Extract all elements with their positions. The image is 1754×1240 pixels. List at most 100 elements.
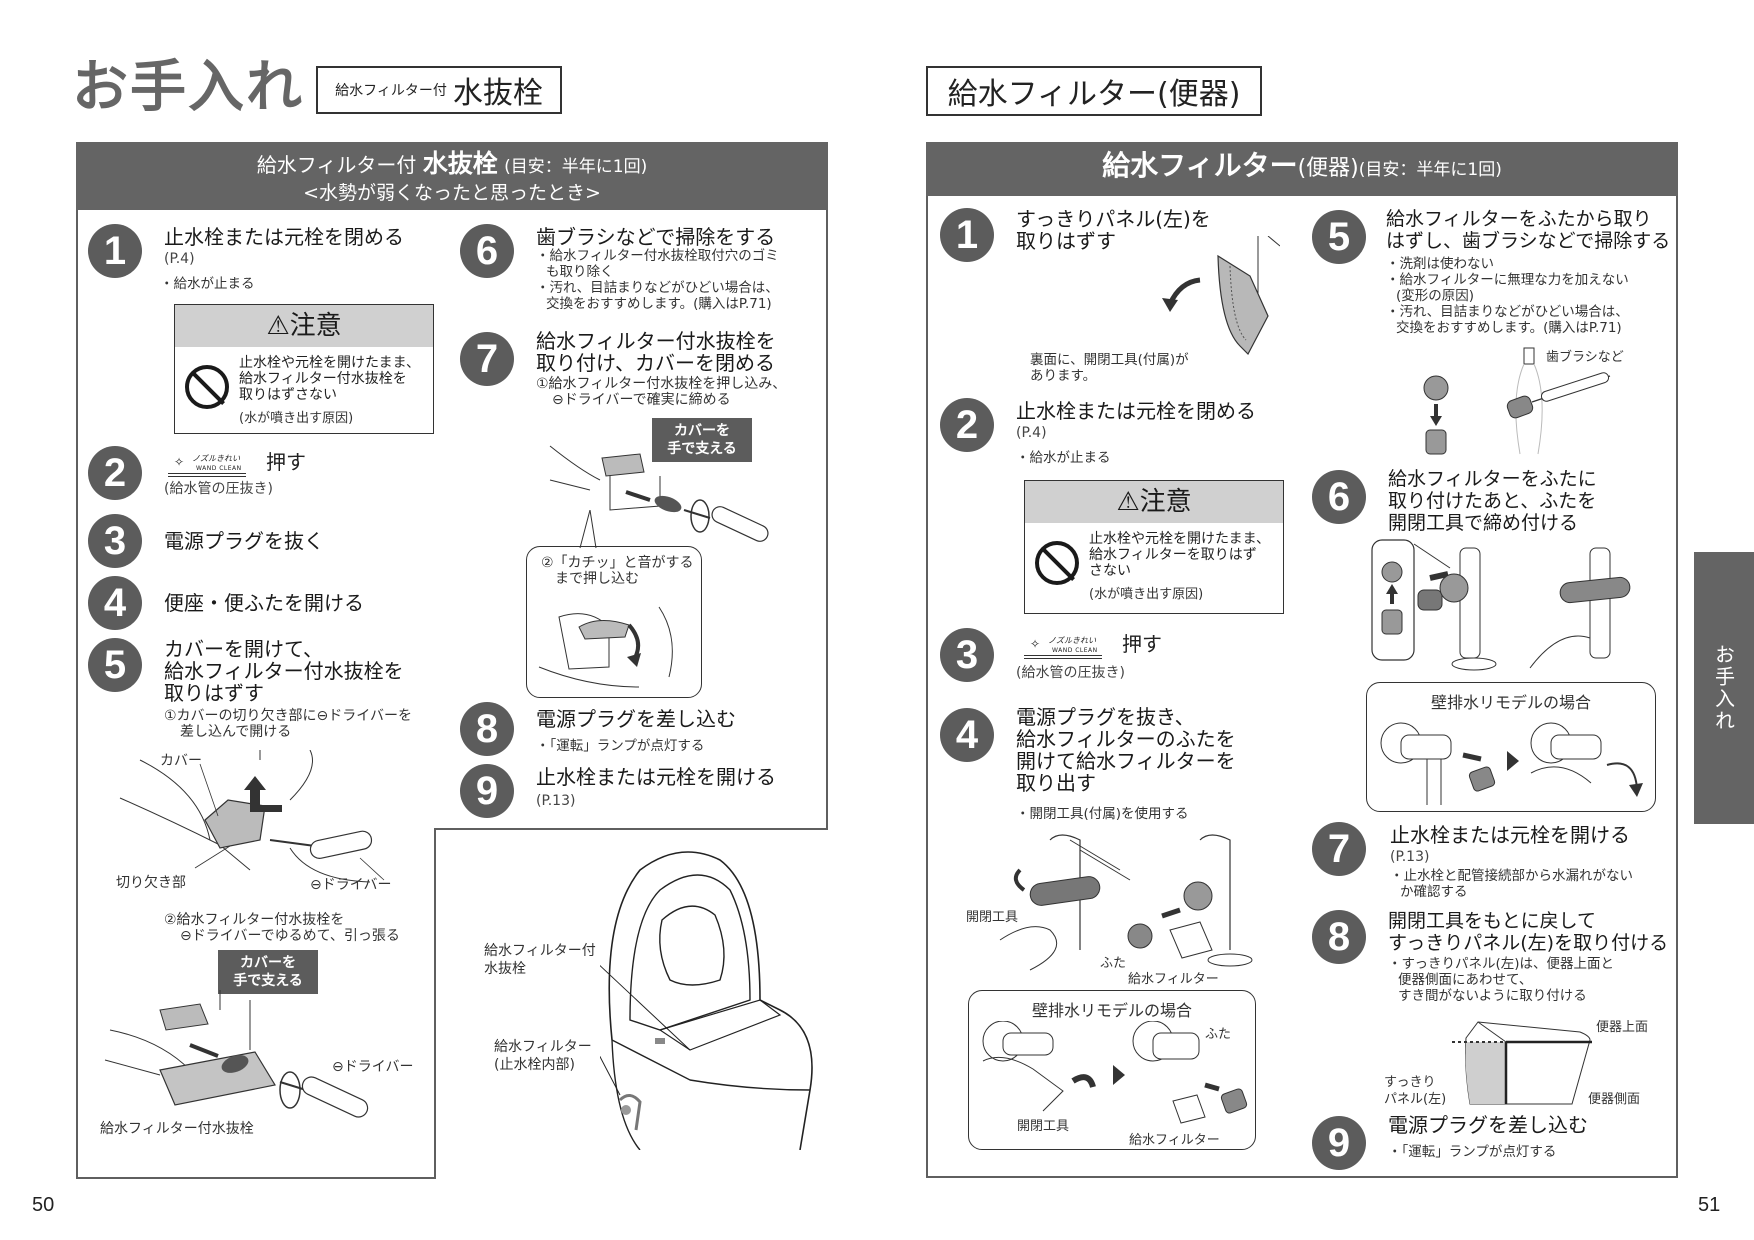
r-step-2-title: 止水栓または元栓を閉める xyxy=(1016,399,1256,423)
r-step-number-1: 1 xyxy=(940,208,994,262)
r-step-5-title: 給水フィルターをふたから取り はずし、歯ブラシなどで掃除する xyxy=(1386,208,1671,252)
step-1-bullet: ・給水が止まる xyxy=(160,276,255,292)
label-cover: カバー xyxy=(160,753,202,769)
r-step-9-bullet: ・「運転」ランプが点灯する xyxy=(1388,1144,1557,1160)
r-step-4-title: 電源プラグを抜き、 給水フィルターのふたを 開けて給水フィルターを 取り出す xyxy=(1016,705,1236,795)
step-number-3: 3 xyxy=(88,514,142,568)
filter-install-illustration xyxy=(1371,539,1631,671)
drain-plug-install-illustration xyxy=(549,445,769,542)
right-caution-box: ⚠注意 止水栓や元栓を開けたまま、 給水フィルターを取りはず さない (水が噴き… xyxy=(1024,480,1284,614)
label-filter: 給水フィルター xyxy=(1128,972,1219,987)
label-drain-plug: 給水フィルター付水抜栓 xyxy=(100,1121,254,1137)
step-number-4: 4 xyxy=(88,576,142,630)
step-number-9: 9 xyxy=(460,764,514,818)
right-title-box: 給水フィルター(便器) xyxy=(926,66,1262,116)
caution-line-1: 止水栓や元栓を開けたまま、 xyxy=(239,355,421,371)
page-number-right: 51 xyxy=(1698,1194,1721,1216)
r-step-6-title: 給水フィルターをふたに 取り付けたあと、ふたを 開閉工具で締め付ける xyxy=(1388,468,1597,534)
step-number-6: 6 xyxy=(460,224,514,278)
left-panel-frame-lower xyxy=(76,828,436,1179)
r-step-number-7: 7 xyxy=(1312,822,1366,876)
step-1-title: 止水栓または元栓を閉める xyxy=(164,225,404,249)
step-1-ref: (P.4) xyxy=(164,251,195,267)
r-caution-header: ⚠注意 xyxy=(1025,481,1283,523)
drain-plug-removal-illustration xyxy=(104,990,369,1118)
r-step-number-3: 3 xyxy=(940,628,994,682)
r-caution-note: (水が噴き出す原因) xyxy=(1089,587,1204,602)
step-number-8: 8 xyxy=(460,702,514,756)
header-sub: <水勢が弱くなったと思ったとき> xyxy=(303,182,601,204)
label-tool: 開閉工具 xyxy=(966,910,1019,925)
page-number-left: 50 xyxy=(32,1194,55,1216)
caution-note: (水が噴き出す原因) xyxy=(239,411,354,426)
r-step-2-ref: (P.4) xyxy=(1016,425,1047,441)
label-driver: ⊖ドライバー xyxy=(310,877,392,893)
r-prohibited-icon xyxy=(1035,541,1079,585)
label-toilet-filter: 給水フィルター (止水栓内部) xyxy=(494,1039,592,1073)
wall-model-title-1: 壁排水リモデルの場合 xyxy=(1031,1001,1192,1020)
wall-model-title-2: 壁排水リモデルの場合 xyxy=(1430,693,1591,712)
cover-closing-illustration xyxy=(538,606,673,688)
step-number-1: 1 xyxy=(88,224,142,278)
r-step-1-title: すっきりパネル(左)を 取りはずす xyxy=(1016,207,1211,253)
right-header-mid: (便器) xyxy=(1297,156,1359,181)
step-9-title: 止水栓または元栓を開ける xyxy=(536,765,776,789)
left-panel-frame xyxy=(76,142,828,830)
sparkle-icon: ✧ xyxy=(174,455,185,469)
step-5-title: カバーを開けて、 給水フィルター付水抜栓を 取りはずす xyxy=(164,637,404,705)
header-prefix: 給水フィルター付 xyxy=(256,153,417,177)
support-cover-callout-2: カバーを 手で支える xyxy=(652,418,752,462)
r-step-number-2: 2 xyxy=(940,398,994,452)
wall-model-box-2: 壁排水リモデルの場合 xyxy=(1366,682,1656,812)
left-caution-box: ⚠注意 止水栓や元栓を開けたまま、 給水フィルター付水抜栓を 取りはずさない (… xyxy=(174,304,434,434)
r-warning-icon: ⚠ xyxy=(1116,487,1140,517)
label-notch: 切り欠き部 xyxy=(116,875,186,891)
step-number-2: 2 xyxy=(88,446,142,500)
r-step-8-title: 開閉工具をもとに戻して すっきりパネル(左)を取り付ける xyxy=(1388,910,1669,954)
r-sparkle-icon: ✧ xyxy=(1030,637,1041,651)
step-4-title: 便座・便ふたを開ける xyxy=(164,591,364,615)
side-index-tab[interactable]: お手入れ xyxy=(1694,552,1754,824)
header-bold: 水抜栓 xyxy=(422,149,498,178)
title-box-large: 水抜栓 xyxy=(452,76,543,111)
right-header-suffix: (目安：半年に1回) xyxy=(1358,160,1502,180)
r-step-7-title: 止水栓または元栓を開ける xyxy=(1390,823,1630,847)
step-number-5: 5 xyxy=(88,638,142,692)
wall-model-box-1: 壁排水リモデルの場合 開閉工具 ふた 給水フィルター xyxy=(968,990,1256,1150)
label-toilet-drain-plug: 給水フィルター付 水抜栓 xyxy=(484,943,596,977)
step-3-title: 電源プラグを抜く xyxy=(164,529,324,553)
r-step-3-action: 押す xyxy=(1122,632,1162,656)
caution-header: ⚠注意 xyxy=(175,305,433,347)
label-wall-lid: ふた xyxy=(1205,1027,1232,1042)
step-6-title: 歯ブラシなどで掃除をする xyxy=(536,225,776,249)
step-5-sub-1: ①カバーの切り欠き部に⊖ドライバーを 差し込んで開ける xyxy=(164,708,413,740)
left-title-box: 給水フィルター付 水抜栓 xyxy=(316,66,562,114)
toilet-illustration xyxy=(600,851,813,1150)
click-detail-box: ②「カチッ」と音がする まで押し込む xyxy=(526,546,702,698)
support-cover-callout-1: カバーを 手で支える xyxy=(218,950,318,994)
left-panel-header: 給水フィルター付 水抜栓 (目安：半年に1回) <水勢が弱くなったと思ったとき> xyxy=(76,142,828,210)
label-toothbrush: 歯ブラシなど xyxy=(1546,350,1624,365)
right-panel-header: 給水フィルター(便器)(目安：半年に1回) xyxy=(926,142,1678,196)
cover-open-illustration xyxy=(119,750,385,883)
r-step-8-bullets: ・すっきりパネル(左)は、便器上面と 便器側面にあわせて、 すき間がないように取… xyxy=(1388,956,1614,1004)
r-step-5-bullets: ・洗剤は使わない ・給水フィルターに無理な力を加えない (変形の原因) ・汚れ、… xyxy=(1386,256,1629,336)
step-9-ref: (P.13) xyxy=(536,793,576,809)
step-5-sub-2: ②給水フィルター付水抜栓を ⊖ドライバーでゆるめて、引っ張る xyxy=(164,912,400,944)
r-step-7-ref: (P.13) xyxy=(1390,849,1430,865)
r-wand-clean-button-icon: ✧ ノズルきれい WAND CLEAN xyxy=(1024,635,1102,659)
step-2-note: (給水管の圧抜き) xyxy=(164,481,273,497)
step-2-action: 押す xyxy=(266,450,306,474)
stop-valve-illustration xyxy=(618,1094,642,1131)
filter-cleaning-illustration xyxy=(1423,347,1611,455)
step-7-title: 給水フィルター付水抜栓を 取り付け、カバーを閉める xyxy=(536,329,776,375)
right-header-bold: 給水フィルター xyxy=(1102,149,1298,182)
section-title: お手入れ xyxy=(72,55,304,120)
prohibited-icon xyxy=(185,365,229,409)
r-step-7-bullets: ・止水栓と配管接続部から水漏れがない か確認する xyxy=(1390,868,1633,900)
wand-clean-instruction: ✧ ノズルきれい WAND CLEAN 押す xyxy=(168,446,306,477)
r-step-number-4: 4 xyxy=(940,708,994,762)
label-driver-2: ⊖ドライバー xyxy=(332,1059,414,1075)
step-8-bullet: ・「運転」ランプが点灯する xyxy=(536,738,705,754)
wall-model-install-illustration xyxy=(1380,722,1643,805)
